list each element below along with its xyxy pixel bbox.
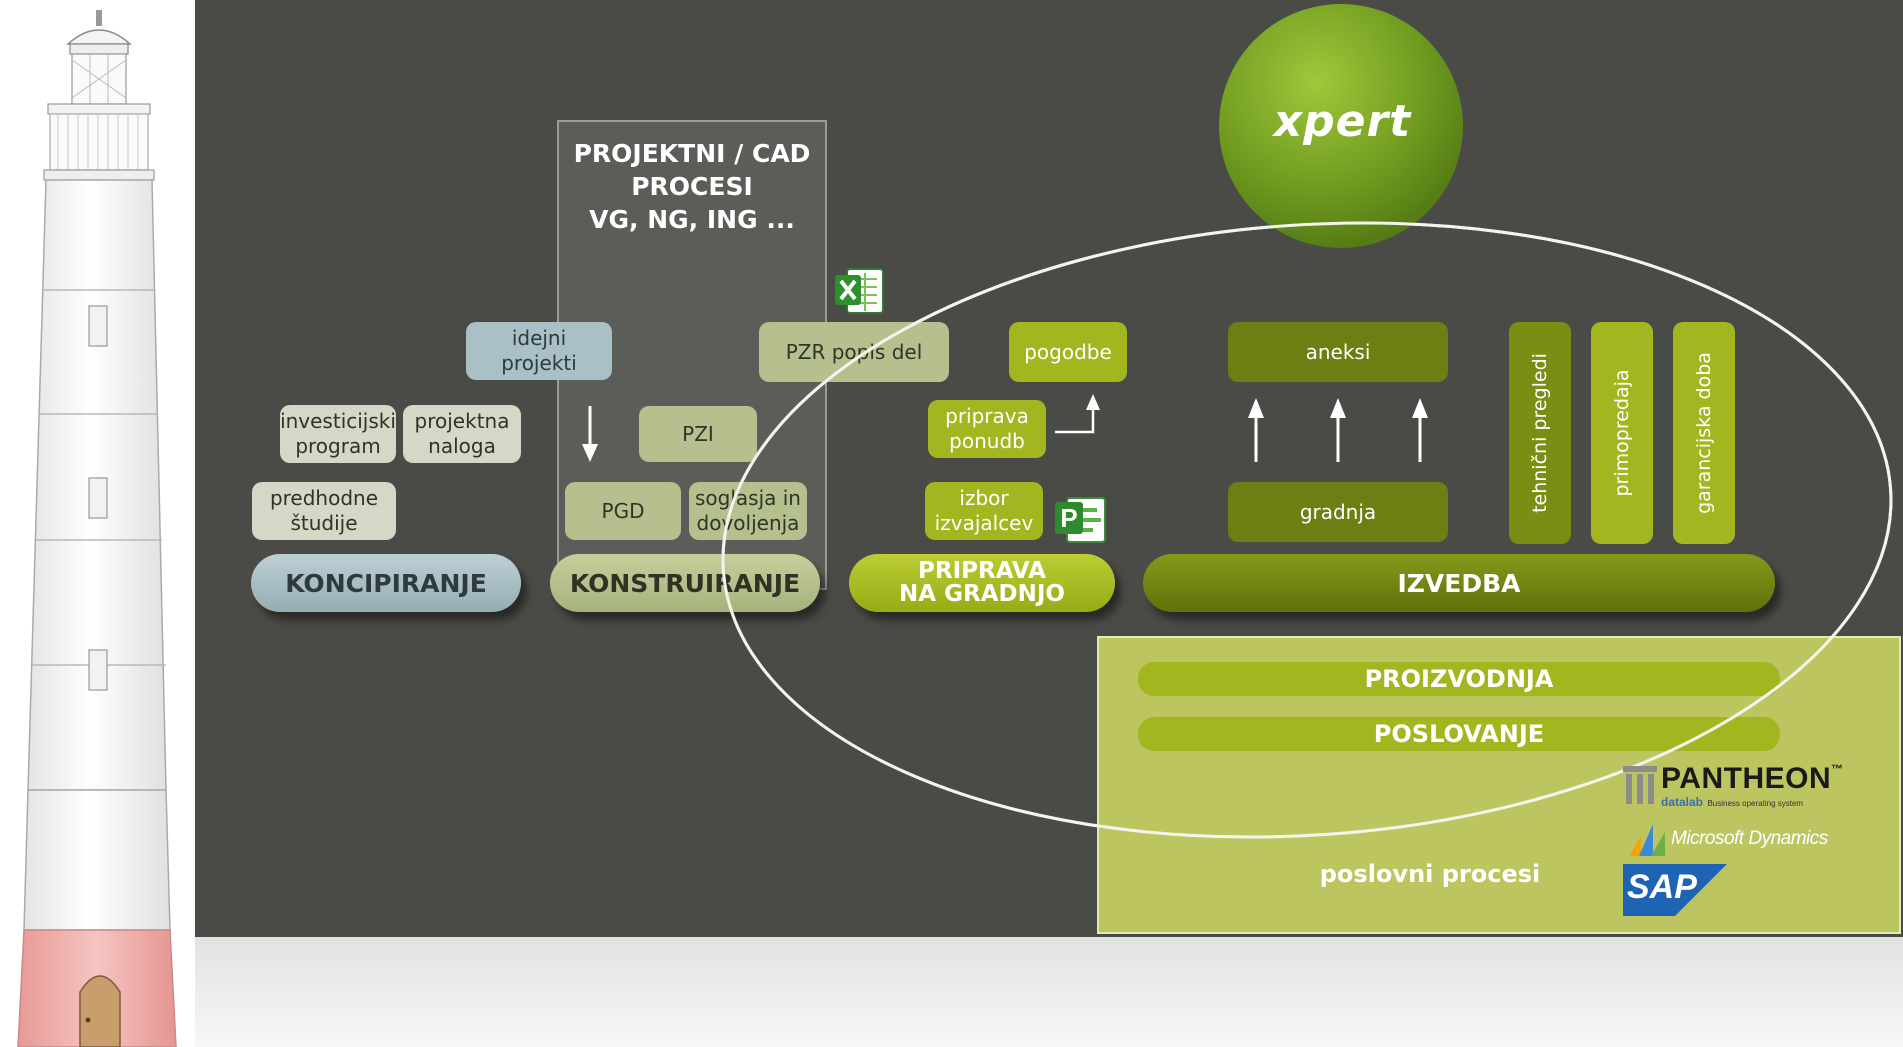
primopredaja-label: primopredaja xyxy=(1611,369,1633,497)
poslovni-procesi-label: poslovni procesi xyxy=(1319,860,1541,888)
pgd-box: PGD xyxy=(565,482,681,540)
sap-wordmark: SAP xyxy=(1627,868,1697,906)
pantheon-logo: PANTHEON™ datalab Business operating sys… xyxy=(1623,762,1853,810)
xpert-sphere xyxy=(1219,4,1463,248)
phase-konstruiranje: KONSTRUIRANJE xyxy=(550,554,820,612)
xpert-logo-text: xpert xyxy=(1273,96,1412,147)
proizvodnja-bar: PROIZVODNJA xyxy=(1138,662,1780,696)
predhodne-studije-box: predhodne študije xyxy=(252,482,396,540)
pantheon-column-icon xyxy=(1623,766,1657,804)
ms-project-icon: P xyxy=(1055,497,1106,543)
pantheon-wordmark: PANTHEON xyxy=(1661,762,1832,795)
up-arrows-gradnja xyxy=(1248,398,1428,462)
phase-izvedba: IZVEDBA xyxy=(1143,554,1775,612)
diagram-canvas: PROJEKTNI / CAD PROCESI VG, NG, ING ... xyxy=(195,0,1903,937)
aneksi-box: aneksi xyxy=(1228,322,1448,382)
izbor-izvajalcev-box: izbor izvajalcev xyxy=(925,482,1043,540)
xpert-logo: xpert xyxy=(1235,96,1450,147)
idejni-projekti-box: idejni projekti xyxy=(466,322,612,380)
pogodbe-box: pogodbe xyxy=(1009,322,1127,382)
gradnja-box: gradnja xyxy=(1228,482,1448,542)
tehnicni-pregledi-box: tehnični pregledi xyxy=(1509,322,1571,544)
excel-icon xyxy=(835,268,884,314)
investicijski-program-box: investicijski program xyxy=(280,405,396,463)
garancijska-doba-label: garancijska doba xyxy=(1693,352,1715,514)
pzi-box: PZI xyxy=(639,406,757,462)
garancijska-doba-box: garancijska doba xyxy=(1673,322,1735,544)
phase-koncipiranje: KONCIPIRANJE xyxy=(251,554,521,612)
projektna-naloga-box: projektna naloga xyxy=(403,405,521,463)
tehnicni-pregledi-label: tehnični pregledi xyxy=(1529,353,1551,513)
sap-logo: SAP xyxy=(1623,864,1727,916)
dynamics-icon xyxy=(1629,824,1665,856)
poslovanje-bar: POSLOVANJE xyxy=(1138,717,1780,751)
pantheon-tm: ™ xyxy=(1831,762,1844,776)
primopredaja-box: primopredaja xyxy=(1591,322,1653,544)
arrow-to-pogodbe xyxy=(1055,394,1100,434)
soglasja-dovoljenja-box: soglasja in dovoljenja xyxy=(689,482,807,540)
pzr-popis-del-box: PZR popis del xyxy=(759,322,949,382)
priprava-ponudb-box: priprava ponudb xyxy=(928,400,1046,458)
phase-priprava-na-gradnjo: PRIPRAVA NA GRADNJO xyxy=(849,554,1115,612)
svg-text:P: P xyxy=(1060,503,1077,533)
projektni-cad-title: PROJEKTNI / CAD PROCESI VG, NG, ING ... xyxy=(573,139,811,234)
datalab-tagline: Business operating system xyxy=(1707,799,1804,808)
down-arrow-konstruiranje xyxy=(582,406,598,462)
microsoft-dynamics-logo: Microsoft Dynamics xyxy=(1627,818,1867,858)
bottom-band xyxy=(195,937,1903,1047)
microsoft-dynamics-wordmark: Microsoft Dynamics xyxy=(1671,828,1828,849)
lighthouse-illustration xyxy=(0,0,200,1047)
datalab-wordmark: datalab xyxy=(1661,795,1704,809)
